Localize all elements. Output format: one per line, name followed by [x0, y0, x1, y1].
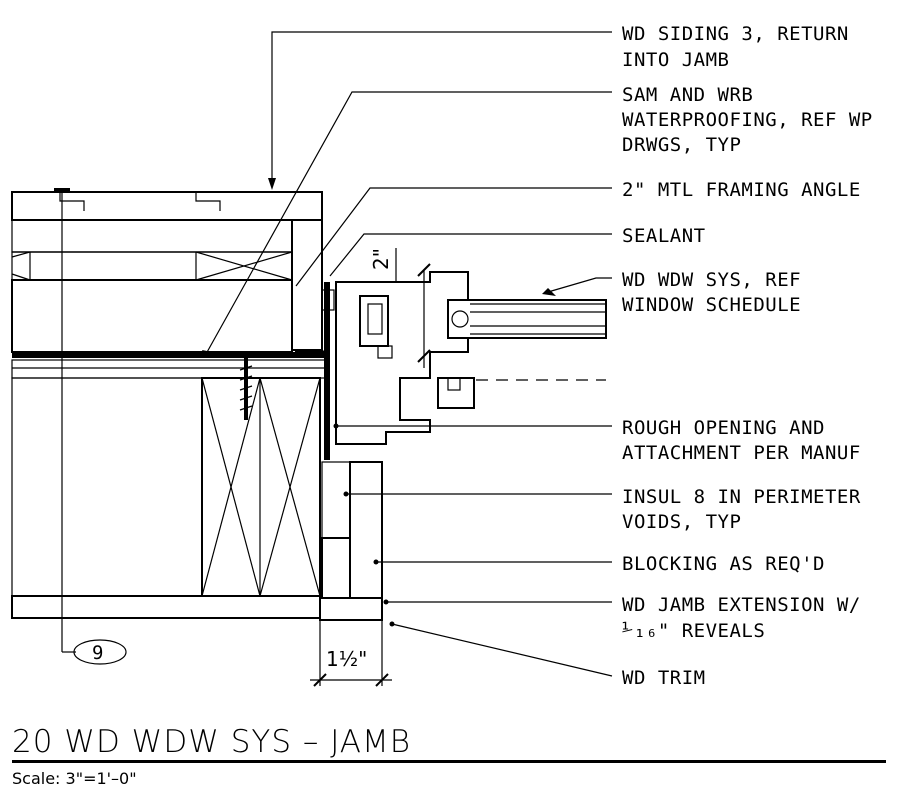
detail-title: 20 WD WDW SYS – JAMB [12, 724, 411, 760]
callout-rough-opening-line1: ROUGH OPENING AND [622, 417, 825, 439]
fastener-screw [236, 352, 256, 420]
reference-bubble-number: 9 [92, 642, 104, 664]
wall-assembly [11, 191, 327, 619]
callout-sam-line2: WATERPROOFING, REF WP [622, 109, 873, 131]
callout-labels: WD SIDING 3, RETURN INTO JAMB SAM AND WR… [622, 23, 873, 689]
dimension-trim-width: 1½" [326, 647, 367, 671]
callout-trim: WD TRIM [622, 667, 706, 689]
trim-width-dimension: 1½" [310, 620, 392, 687]
callout-sam-line3: DRWGS, TYP [622, 134, 741, 156]
callout-siding-line2: INTO JAMB [622, 49, 729, 71]
callout-sealant: SEALANT [622, 225, 706, 247]
callout-window-line1: WD WDW SYS, REF [622, 269, 801, 291]
callout-jamb-ext-line1: WD JAMB EXTENSION W/ [622, 594, 861, 616]
leader-lines [202, 31, 613, 677]
callout-blocking: BLOCKING AS REQ'D [622, 553, 825, 575]
callout-sam-line1: SAM AND WRB [622, 84, 753, 106]
callout-siding-line1: WD SIDING 3, RETURN [622, 23, 849, 45]
dimension-angle-leg: 2" [369, 248, 393, 270]
title-underline [12, 760, 886, 763]
callout-rough-opening-line2: ATTACHMENT PER MANUF [622, 442, 861, 464]
callout-insulation-line1: INSUL 8 IN PERIMETER [622, 486, 861, 508]
callout-framing-angle: 2" MTL FRAMING ANGLE [622, 179, 861, 201]
callout-window-line2: WINDOW SCHEDULE [622, 294, 801, 316]
callout-insulation-line2: VOIDS, TYP [622, 511, 741, 533]
jamb-framing [295, 248, 607, 621]
scale-text: Scale: 3"=1'–0" [12, 769, 137, 788]
section-reference: 9 [54, 188, 127, 665]
callout-jamb-ext-line2: ⅟₁₆" REVEALS [622, 620, 765, 642]
title-block: 20 WD WDW SYS – JAMB Scale: 3"=1'–0" [12, 724, 886, 788]
